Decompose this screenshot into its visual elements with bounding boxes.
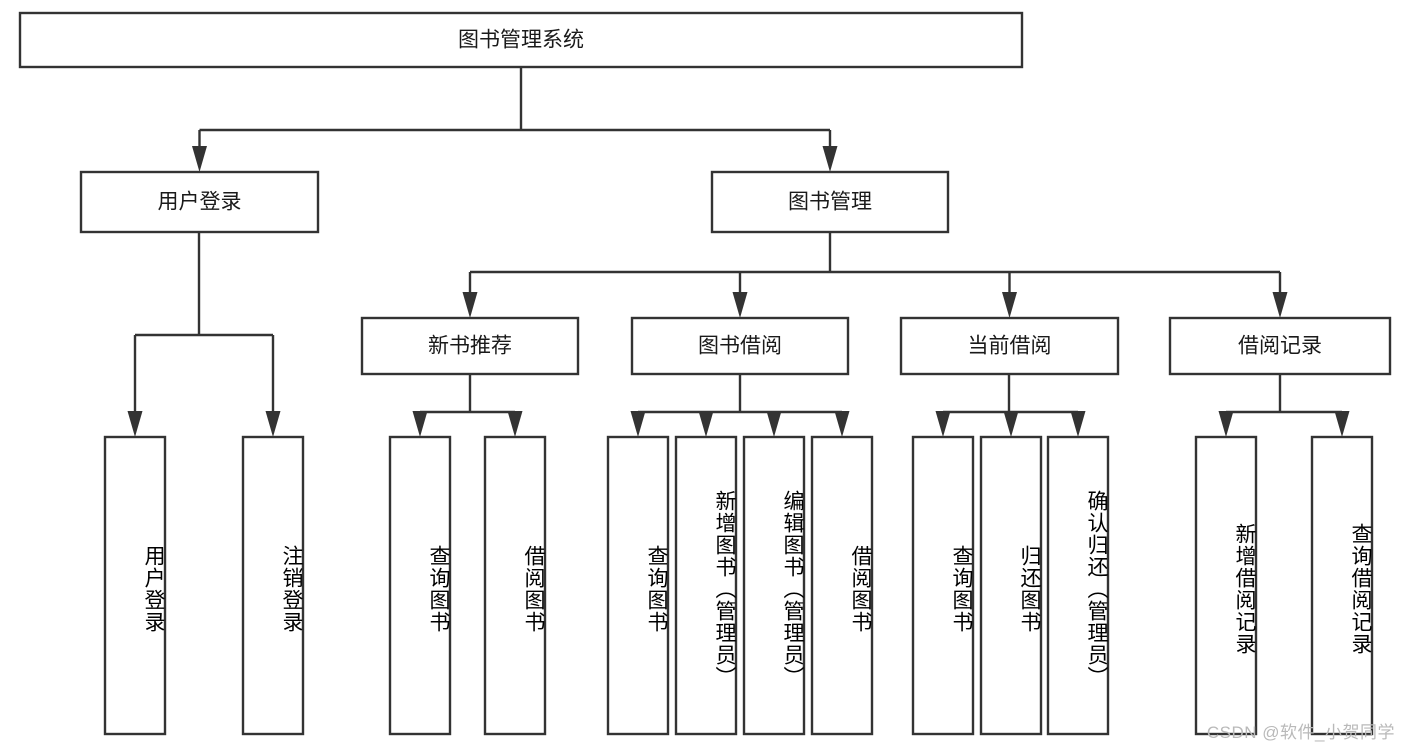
node-box[interactable] xyxy=(742,435,806,736)
node-box[interactable] xyxy=(360,316,580,376)
node-user-login[interactable]: 用户登录 xyxy=(79,170,320,234)
node-label: 当前借阅 xyxy=(968,335,1052,358)
arrow-head-icon xyxy=(766,411,782,437)
node-leaf-logout[interactable] xyxy=(241,435,305,736)
arrow-head-icon xyxy=(1272,292,1288,318)
connector-user-login xyxy=(127,232,281,437)
arrow-head-icon xyxy=(127,411,143,437)
node-label: 用户登录 xyxy=(158,191,242,214)
arrow-head-icon xyxy=(192,146,207,172)
node-book-manage[interactable]: 图书管理 xyxy=(710,170,950,234)
node-leaf-query-book-3[interactable] xyxy=(911,435,975,736)
arrow-head-icon xyxy=(698,411,714,437)
arrow-head-icon xyxy=(1070,411,1086,437)
arrow-head-icon xyxy=(1003,411,1019,437)
node-box[interactable] xyxy=(483,435,547,736)
node-box[interactable] xyxy=(241,435,305,736)
node-box[interactable] xyxy=(710,170,950,234)
node-label: 图书管理系统 xyxy=(458,29,584,52)
node-new-book-rec[interactable]: 新书推荐 xyxy=(360,316,580,376)
node-leaf-edit-book[interactable] xyxy=(742,435,806,736)
node-box[interactable] xyxy=(630,316,850,376)
node-box[interactable] xyxy=(1168,316,1392,376)
node-label: 图书管理 xyxy=(788,191,872,214)
node-label: 图书借阅 xyxy=(698,335,782,358)
connector-new-book-rec xyxy=(412,374,523,437)
node-leaf-borrow-book-2[interactable] xyxy=(810,435,874,736)
node-leaf-user-login[interactable] xyxy=(103,435,167,736)
node-box[interactable] xyxy=(1194,435,1258,736)
node-box[interactable] xyxy=(899,316,1120,376)
arrow-head-icon xyxy=(834,411,850,437)
arrow-head-icon xyxy=(1334,411,1350,437)
arrow-head-icon xyxy=(732,292,748,318)
node-borrow-record[interactable]: 借阅记录 xyxy=(1168,316,1392,376)
node-current-borrow[interactable]: 当前借阅 xyxy=(899,316,1120,376)
node-box[interactable] xyxy=(911,435,975,736)
node-leaf-confirm-return[interactable] xyxy=(1046,435,1110,736)
arrow-head-icon xyxy=(630,411,646,437)
edge-layer xyxy=(127,67,1350,437)
connector-root xyxy=(192,67,838,172)
node-box[interactable] xyxy=(79,170,320,234)
arrow-head-icon xyxy=(1002,292,1017,318)
node-root[interactable]: 图书管理系统 xyxy=(18,11,1024,69)
node-leaf-query-book-1[interactable] xyxy=(388,435,452,736)
connector-book-manage xyxy=(462,232,1288,318)
node-box[interactable] xyxy=(18,11,1024,69)
arrow-head-icon xyxy=(462,292,478,318)
node-box[interactable] xyxy=(103,435,167,736)
node-book-borrow[interactable]: 图书借阅 xyxy=(630,316,850,376)
arrow-head-icon xyxy=(822,146,838,172)
node-leaf-query-record[interactable] xyxy=(1310,435,1374,736)
node-leaf-add-book[interactable] xyxy=(674,435,738,736)
node-label: 借阅记录 xyxy=(1238,335,1322,358)
arrow-head-icon xyxy=(412,411,428,437)
node-box[interactable] xyxy=(979,435,1043,736)
arrow-head-icon xyxy=(935,411,951,437)
arrow-head-icon xyxy=(265,411,281,437)
node-box[interactable] xyxy=(388,435,452,736)
node-box[interactable] xyxy=(674,435,738,736)
node-leaf-add-record[interactable] xyxy=(1194,435,1258,736)
node-label: 新书推荐 xyxy=(428,335,512,358)
connector-borrow-record xyxy=(1218,374,1350,437)
node-box[interactable] xyxy=(606,435,670,736)
node-leaf-return-book[interactable] xyxy=(979,435,1043,736)
connector-book-borrow xyxy=(630,374,850,437)
connector-current-borrow xyxy=(935,374,1086,437)
arrow-head-icon xyxy=(1218,411,1234,437)
node-box[interactable] xyxy=(1046,435,1110,736)
node-box[interactable] xyxy=(1310,435,1374,736)
node-box[interactable] xyxy=(810,435,874,736)
node-leaf-borrow-book-1[interactable] xyxy=(483,435,547,736)
node-leaf-query-book-2[interactable] xyxy=(606,435,670,736)
arrow-head-icon xyxy=(507,411,523,437)
watermark-text: CSDN @软件_小贺同学 xyxy=(1206,723,1395,742)
